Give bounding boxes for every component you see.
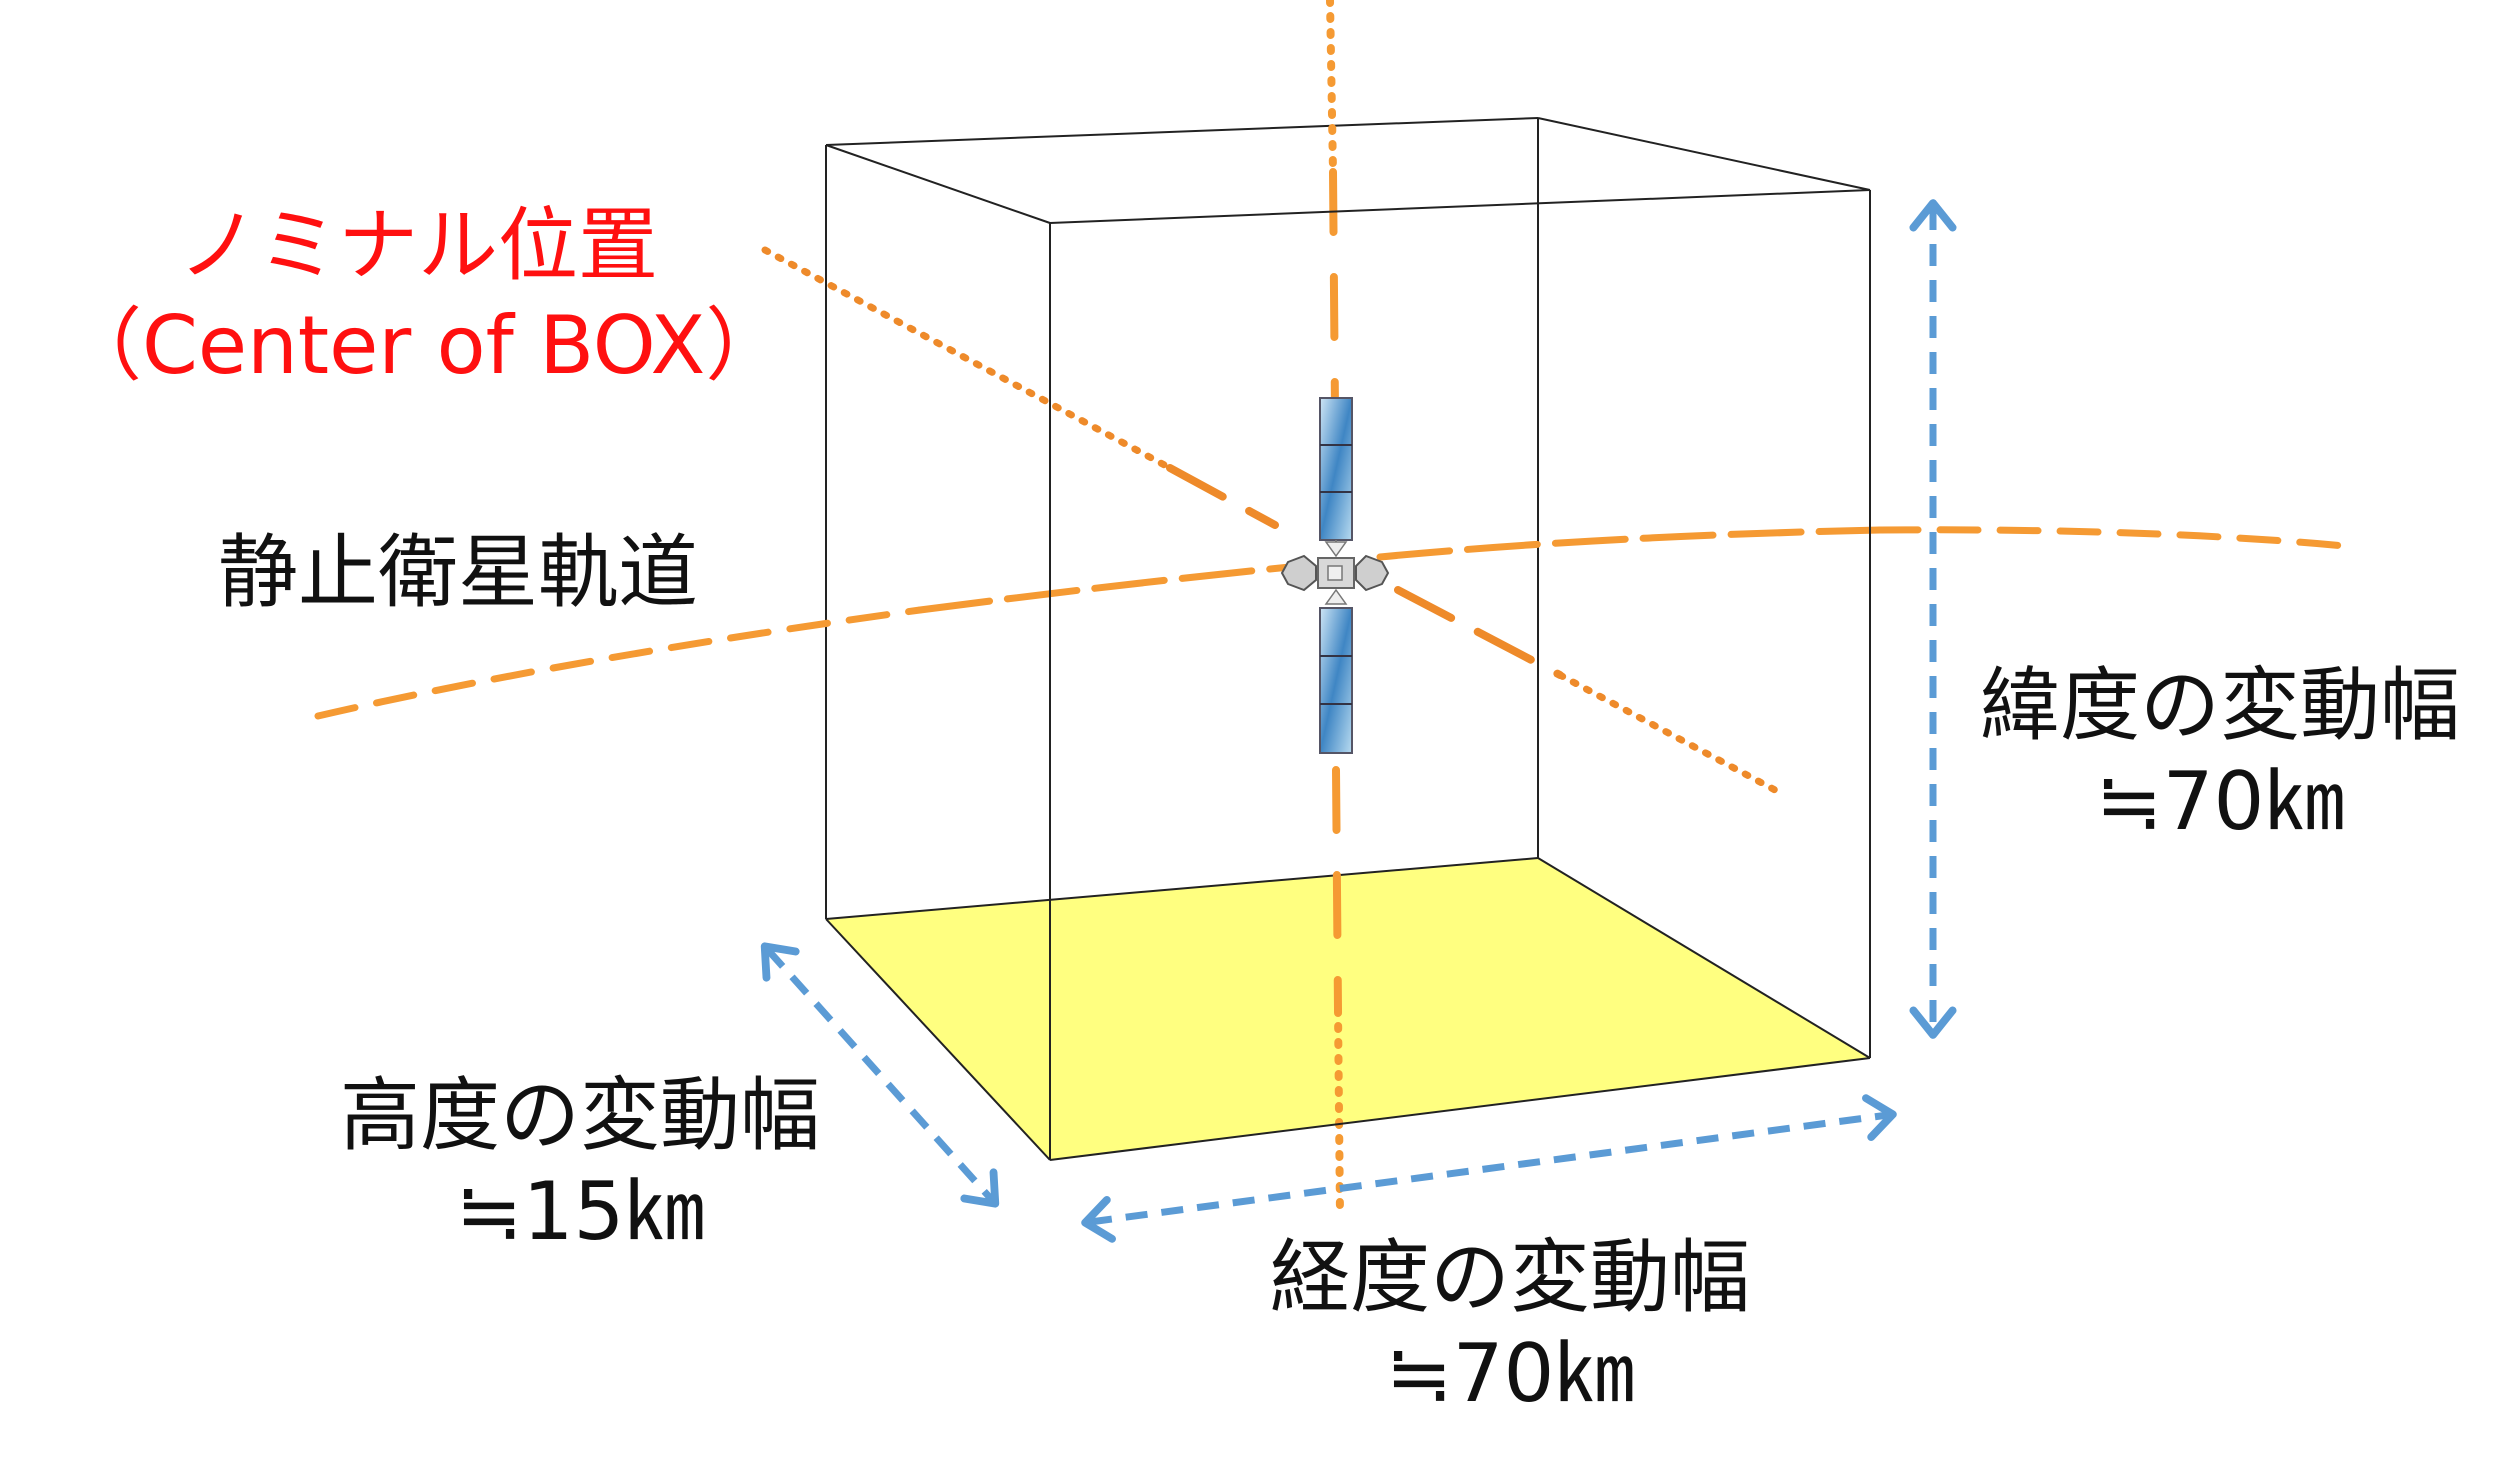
nominal-position-title: ノミナル位置 <box>178 199 658 292</box>
altitude-range-arrow <box>760 942 1000 1208</box>
altitude-range-title: 高度の変動幅 <box>340 1069 820 1162</box>
geostationary-orbit-label: 静止衛星軌道 <box>218 526 698 619</box>
altitude-range-value: ≒15㎞ <box>455 1165 705 1258</box>
geostationary-orbit-arc <box>314 526 2349 720</box>
latitude-range-title: 緯度の変動幅 <box>1980 659 2460 752</box>
box-floor <box>826 858 1870 1160</box>
depth-axis <box>761 246 1779 794</box>
latitude-range-value: ≒70㎞ <box>2095 755 2345 848</box>
longitude-range-title: 経度の変動幅 <box>1270 1231 1750 1324</box>
satellite-icon <box>1280 397 1390 754</box>
longitude-range-arrow <box>1081 1094 1897 1243</box>
box-back-edges <box>825 117 1871 1161</box>
longitude-range-value: ≒70㎞ <box>1385 1327 1635 1420</box>
latitude-range-label: 緯度の変動幅 ≒70㎞ <box>1960 658 2480 850</box>
altitude-range-label: 高度の変動幅 ≒15㎞ <box>320 1068 840 1260</box>
nominal-position-subtitle: （Center of BOX） <box>62 299 786 392</box>
longitude-range-label: 経度の変動幅 ≒70㎞ <box>1250 1230 1770 1422</box>
